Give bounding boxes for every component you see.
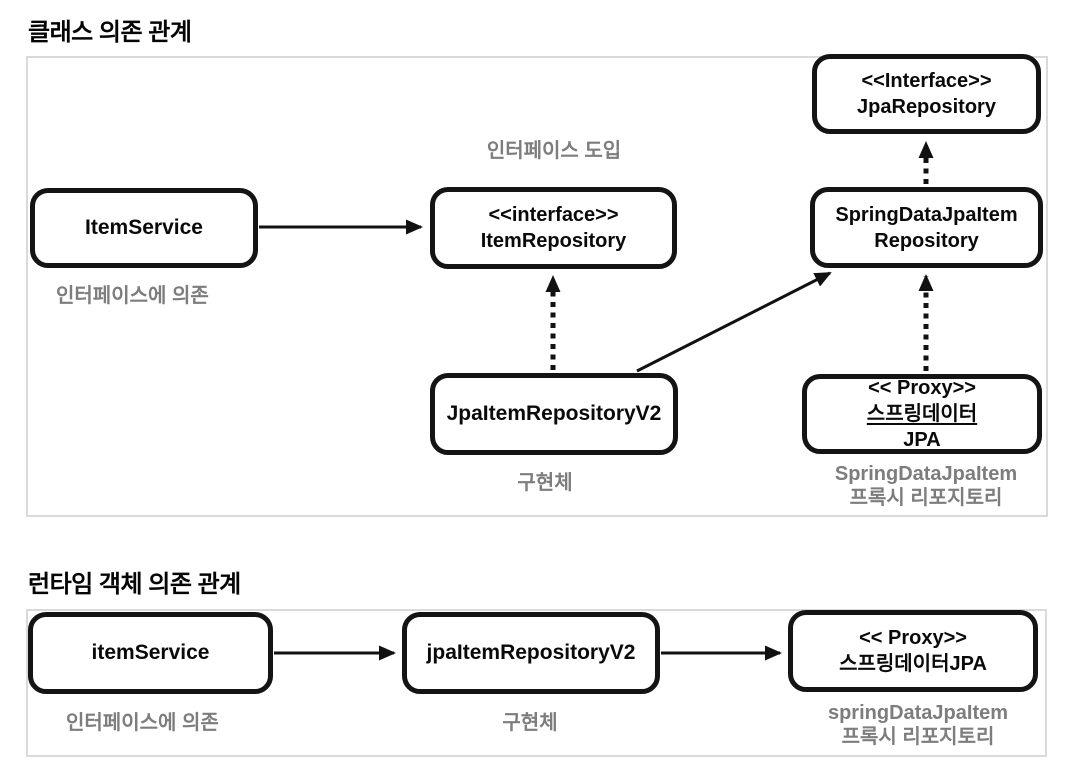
caption-interface-intro: 인터페이스 도입	[486, 140, 622, 162]
node-label: jpaItemRepositoryV2	[426, 641, 636, 665]
caption-proxy-line2: 프록시 리포지토리	[849, 487, 1003, 510]
caption-proxy-line2: 프록시 리포지토리	[841, 726, 995, 749]
node-label: itemService	[91, 641, 210, 665]
node-label-line2: Repository	[874, 229, 979, 252]
node-runtime-proxy-springdatajpa: << Proxy>> 스프링데이터JPA	[788, 610, 1038, 692]
class-diagram-title: 클래스 의존 관계	[28, 19, 192, 46]
node-itemservice: ItemService	[30, 188, 258, 268]
node-runtime-jpaitemrepositoryv2: jpaItemRepositoryV2	[402, 612, 660, 694]
node-stereotype: << Proxy>>	[859, 627, 967, 649]
node-jparepository: <<Interface>> JpaRepository	[812, 54, 1041, 134]
node-label-line1: SpringDataJpaItem	[835, 203, 1018, 226]
node-label: ItemRepository	[480, 230, 627, 252]
node-stereotype: <<interface>>	[488, 204, 619, 226]
node-stereotype: << Proxy>>	[868, 377, 976, 399]
node-label: ItemService	[85, 216, 203, 240]
node-label-underlined: 스프링데이터	[866, 403, 978, 425]
node-label: JpaItemRepositoryV2	[446, 402, 662, 426]
node-stereotype: <<Interface>>	[861, 70, 992, 92]
caption-runtime-proxy-repository: springDataJpaItem 프록시 리포지토리	[768, 701, 1068, 750]
runtime-diagram-title: 런타임 객체 의존 관계	[28, 571, 241, 598]
caption-proxy-line1: springDataJpaItem	[827, 702, 1009, 724]
node-proxy-springdatajpa: << Proxy>> 스프링데이터 JPA	[802, 374, 1042, 454]
caption-depends-on-interface: 인터페이스에 의존	[56, 285, 209, 307]
node-label: 스프링데이터 JPA	[867, 401, 977, 453]
caption-proxy-line1: SpringDataJpaItem	[834, 463, 1018, 485]
caption-proxy-repository: SpringDataJpaItem 프록시 리포지토리	[776, 462, 1076, 511]
node-label-rest: JPA	[903, 429, 941, 451]
node-runtime-itemservice: itemService	[28, 612, 273, 694]
caption-implementation: 구현체	[517, 472, 573, 494]
caption-runtime-depends-on-interface: 인터페이스에 의존	[66, 712, 219, 734]
node-springdatajpaitemrepository: SpringDataJpaItem Repository	[810, 187, 1043, 268]
node-label: JpaRepository	[857, 96, 996, 118]
node-label: 스프링데이터JPA	[839, 653, 987, 675]
node-jpaitemrepositoryv2: JpaItemRepositoryV2	[430, 373, 678, 455]
caption-runtime-implementation: 구현체	[502, 712, 558, 734]
node-itemrepository: <<interface>> ItemRepository	[430, 187, 677, 269]
